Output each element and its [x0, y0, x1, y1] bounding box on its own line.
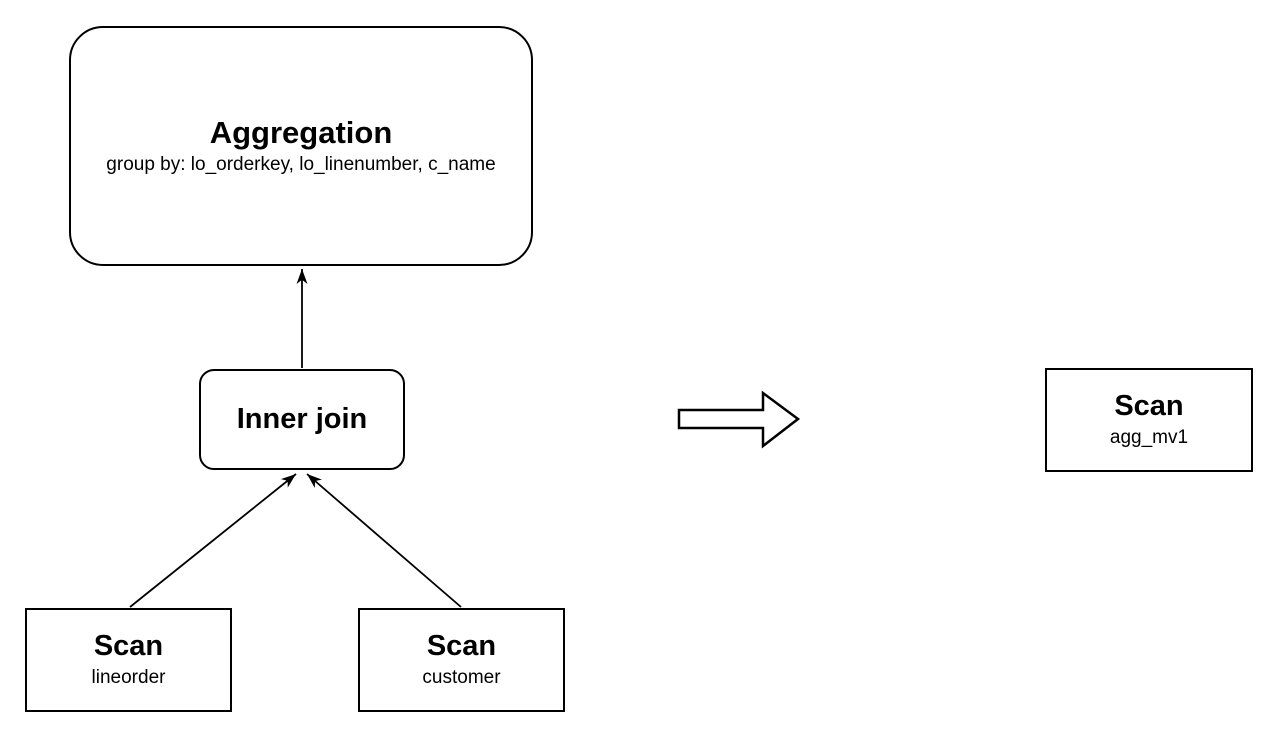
scan-agg-mv1-node-title: Scan — [1114, 390, 1184, 423]
scan-customer-node-title: Scan — [426, 630, 497, 663]
aggregation-node-title: Aggregation — [209, 115, 393, 151]
scan-agg-mv1-node: Scan agg_mv1 — [1045, 368, 1253, 472]
edge-lineorder-to-join-arrow — [129, 473, 297, 608]
edge-customer-to-join-arrow — [306, 473, 462, 608]
scan-lineorder-node: Scan lineorder — [25, 608, 232, 712]
scan-lineorder-node-table-label: lineorder — [91, 666, 166, 688]
scan-lineorder-node-title: Scan — [93, 630, 164, 663]
scan-agg-mv1-node-table-label: agg_mv1 — [1109, 426, 1189, 448]
aggregation-node: Aggregation group by: lo_orderkey, lo_li… — [69, 26, 533, 266]
rewrite-arrow-icon — [677, 390, 801, 449]
inner-join-node: Inner join — [199, 369, 405, 470]
aggregation-node-groupby-label: group by: lo_orderkey, lo_linenumber, c_… — [106, 153, 496, 175]
inner-join-node-title: Inner join — [236, 402, 368, 435]
scan-customer-node: Scan customer — [358, 608, 565, 712]
scan-customer-node-table-label: customer — [422, 666, 501, 688]
